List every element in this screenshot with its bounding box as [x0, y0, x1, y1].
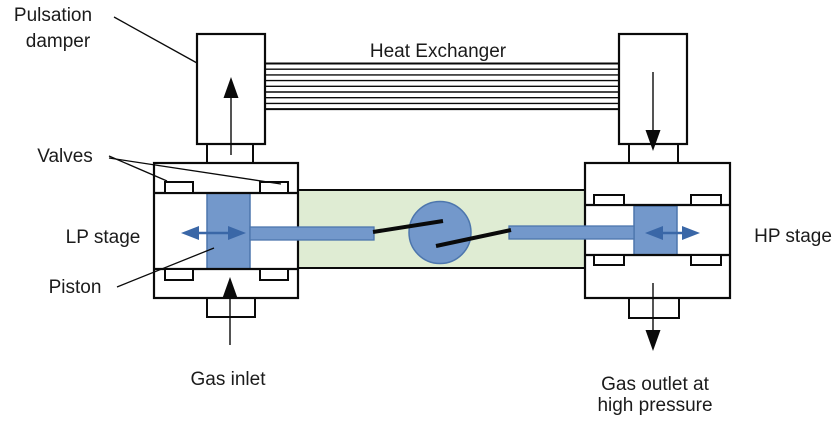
lp-stage-label: LP stage — [66, 227, 141, 248]
gas-inlet-arrow — [222, 277, 238, 345]
hp-valve-bottom-left — [593, 254, 625, 266]
gas-inlet-port — [206, 296, 256, 318]
lp-damper-flow-up-arrow — [223, 77, 239, 155]
pulsation-damper-leader — [113, 16, 198, 64]
lp-damper-neck — [206, 143, 254, 165]
gas-outlet-arrow — [645, 283, 661, 351]
valves-label: Valves — [37, 146, 93, 167]
hp-piston-rod — [508, 225, 635, 240]
hp-piston-motion-arrow — [645, 226, 700, 240]
hp-stage-label: HP stage — [754, 226, 832, 247]
heat-exchanger-tubes — [265, 62, 619, 111]
gas-outlet-label-line1: Gas outlet at — [601, 374, 709, 395]
pulsation-damper-label-line1: Pulsation — [14, 5, 92, 26]
valves-leader-right — [108, 157, 282, 185]
gas-inlet-label: Gas inlet — [191, 369, 267, 390]
pulsation-damper-label-line2: damper — [26, 31, 91, 52]
gas-outlet-label-line2: high pressure — [597, 395, 712, 416]
lp-valve-bottom-left — [164, 268, 194, 281]
lp-piston-motion-arrow — [181, 226, 246, 240]
hp-damper-flow-down-arrow — [645, 72, 661, 151]
piston-leader — [116, 247, 215, 288]
lp-piston-rod — [249, 226, 375, 241]
heat-exchanger-label: Heat Exchanger — [370, 41, 507, 62]
lp-valve-bottom-right — [259, 268, 289, 281]
hp-valve-top-left — [593, 194, 625, 206]
hp-valve-top-right — [690, 194, 722, 206]
crankshaft-disc — [408, 200, 472, 265]
leader-lines — [108, 16, 282, 288]
lp-connecting-rod — [372, 219, 444, 234]
hp-valve-bottom-right — [690, 254, 722, 266]
lp-valves — [164, 181, 289, 281]
hp-valves — [593, 194, 722, 266]
lp-valve-top-left — [164, 181, 194, 194]
piston-label: Piston — [49, 277, 102, 298]
valves-leader-left — [108, 155, 168, 182]
gas-outlet-port — [628, 296, 680, 319]
lp-valve-top-right — [259, 181, 289, 194]
hp-connecting-rod — [435, 228, 512, 248]
